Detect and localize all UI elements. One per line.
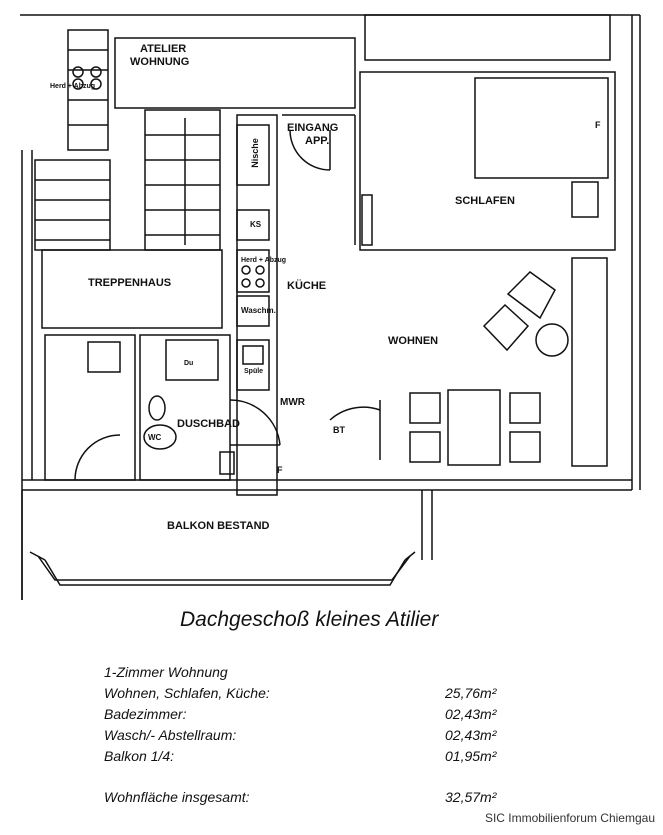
stair-right [144,109,221,251]
label-atelier: ATELIER [140,43,187,55]
spuele [236,339,270,391]
label-herd-abzug-kitchen: Herd + Abzug [241,257,287,264]
treppenhaus-room [41,249,223,329]
label-wc: WC [148,433,162,442]
label-schlafen: SCHLAFEN [455,195,515,207]
label-mwr: MWR [280,397,305,408]
schlafen-room [359,71,616,251]
chair-1 [409,392,441,424]
label-duschbad: DUSCHBAD [177,418,240,430]
label-kueche: KÜCHE [287,280,327,292]
nische [236,124,270,186]
total-label: Wohnfläche insgesamt: [104,789,250,805]
area-row-value: 25,76m² [445,685,497,701]
left-stair-block [67,29,109,151]
armchair-1 [506,271,556,320]
watermark: SIC Immobilienforum Chiemgau [484,811,655,825]
chair-4 [509,431,541,463]
sofa [571,257,608,467]
atelier-wohnung-room [114,37,356,109]
label-bt: BT [333,425,345,435]
top-storage [364,14,611,61]
armchair-2 [482,303,530,352]
kitchen-column [236,114,278,496]
herd-kitchen [236,249,270,293]
label-wohnung: WOHNUNG [130,56,190,68]
area-row-label: Balkon 1/4: [104,748,175,764]
chair-2 [409,431,441,463]
area-row-label: 1-Zimmer Wohnung [104,664,228,680]
stair-left [34,159,111,251]
label-ks: KS [250,220,262,229]
label-treppenhaus: TREPPENHAUS [88,277,172,289]
label-wohnen: WOHNEN [388,335,439,347]
area-row-label: Wohnen, Schlafen, Küche: [104,685,270,701]
bed [474,77,609,179]
area-row-label: Wasch/- Abstellraum: [104,727,237,743]
area-row-value: 02,43m² [445,706,497,722]
round-table [535,323,569,357]
washbasin [148,395,166,421]
balkon-outline [44,559,406,586]
label-balkon: BALKON BESTAND [167,520,270,532]
plan-title: Dachgeschoß kleines Atilier [180,608,439,631]
toilet [143,424,177,450]
floor-plan-drawing [20,14,641,600]
label-eingang: EINGANG [287,122,339,134]
waschmaschine [236,295,270,327]
label-waschm: Waschm. [241,306,276,315]
area-row-label: Badezimmer: [104,706,187,722]
label-spuele: Spüle [244,368,264,375]
dining-table [447,389,501,466]
label-app: APP. [305,135,330,147]
label-nische: Nische [249,138,260,168]
ks-fridge [236,209,270,241]
floor-plan: ATELIER WOHNUNG Herd + Abzug EINGANG APP… [20,14,641,600]
label-f-schlafen: F [595,120,601,130]
area-row-value: 02,43m² [445,727,497,743]
chair-3 [509,392,541,424]
label-du: Du [184,360,194,367]
label-f-floor: F [277,465,283,475]
duschbad-room [139,334,231,481]
abstellraum [44,334,136,481]
dusche [165,339,219,381]
label-herd-abzug-left: Herd + Abzug [50,83,96,90]
nightstand [571,181,599,218]
area-row-value: 01,95m² [445,748,497,764]
total-value: 32,57m² [445,789,497,805]
